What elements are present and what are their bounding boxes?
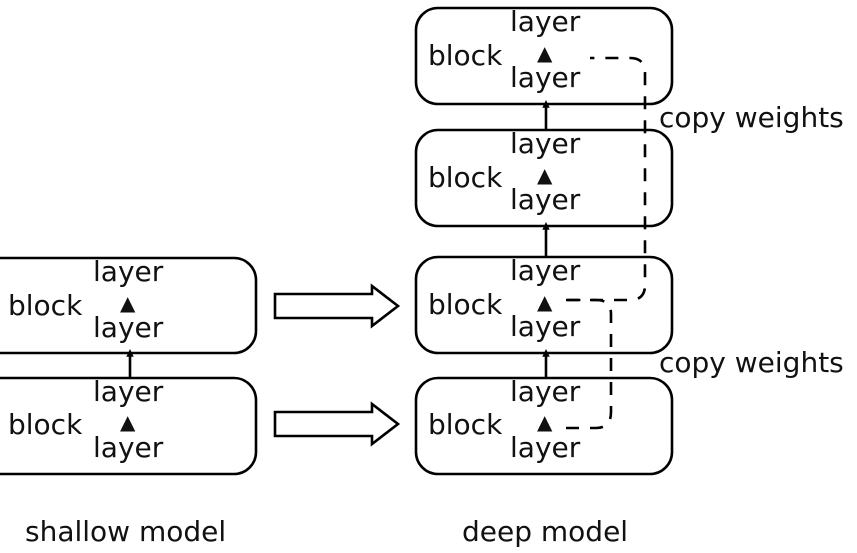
shallow-block-2-label: block bbox=[8, 289, 83, 322]
deep-block-4-top-layer: layer bbox=[510, 5, 581, 38]
shallow-block-2-box bbox=[0, 256, 258, 355]
shallow-block-1-ellipsis-icon: ▲ bbox=[120, 410, 136, 434]
copy-weights-label-upper: copy weights bbox=[659, 101, 844, 134]
deep-block-2-label: block bbox=[428, 288, 503, 321]
deep-block-3-bottom-layer: layer bbox=[510, 183, 581, 216]
deep-block-1-box bbox=[414, 376, 674, 476]
deep-block-4-label: block bbox=[428, 39, 503, 72]
deep-block-2-top-layer: layer bbox=[510, 254, 581, 287]
expand-arrow-lower bbox=[273, 401, 401, 447]
deep-block-1-top-layer: layer bbox=[510, 375, 581, 408]
shallow-model-group bbox=[0, 256, 258, 476]
deep-block-3-label: block bbox=[428, 161, 503, 194]
shallow-block-1-label: block bbox=[8, 408, 83, 441]
deep-block-4-ellipsis-icon: ▲ bbox=[537, 41, 553, 65]
deep-block-2-bottom-layer: layer bbox=[510, 310, 581, 343]
deep-block-3-top-layer: layer bbox=[510, 127, 581, 160]
deep-block-3-ellipsis-icon: ▲ bbox=[537, 163, 553, 187]
deep-block-1-bottom-layer: layer bbox=[510, 431, 581, 464]
expand-arrow-upper bbox=[273, 283, 401, 329]
copy-weights-path-upper bbox=[566, 56, 647, 302]
copy-weights-label-lower: copy weights bbox=[659, 346, 844, 379]
shallow-block-1-top-layer: layer bbox=[93, 375, 164, 408]
deep-block-1-ellipsis-icon: ▲ bbox=[537, 410, 553, 434]
deep-block-1-label: block bbox=[428, 408, 503, 441]
shallow-block-2-ellipsis-icon: ▲ bbox=[120, 291, 136, 315]
deep-model-group bbox=[414, 6, 674, 476]
shallow-block-2-top-layer: layer bbox=[93, 255, 164, 288]
deep-block-4-bottom-layer: layer bbox=[510, 61, 581, 94]
deep-model-caption: deep model bbox=[462, 515, 629, 548]
deep-block-2-ellipsis-icon: ▲ bbox=[537, 290, 553, 314]
shallow-block-1-box bbox=[0, 376, 258, 476]
shallow-model-caption: shallow model bbox=[25, 515, 227, 548]
shallow-block-2-bottom-layer: layer bbox=[93, 311, 164, 344]
shallow-block-1-bottom-layer: layer bbox=[93, 431, 164, 464]
